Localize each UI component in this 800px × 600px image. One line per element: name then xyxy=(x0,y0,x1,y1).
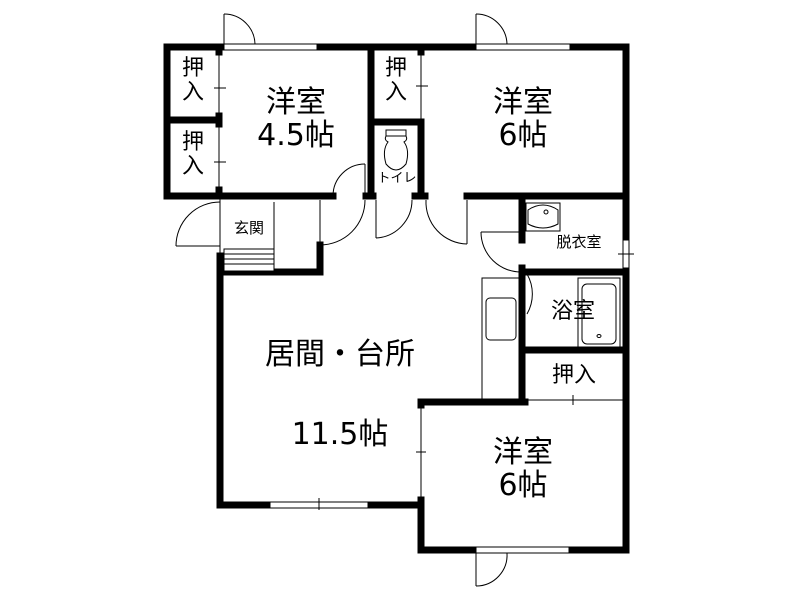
toilet-label: トイレ xyxy=(377,171,417,186)
windows xyxy=(223,43,634,554)
closet-2-label: 押 入 xyxy=(170,130,216,180)
room-6-bottom-name: 洋室 xyxy=(493,435,553,470)
room-4-5-size: 4.5帖 xyxy=(257,118,335,153)
living-kitchen-size: 11.5帖 xyxy=(291,417,389,452)
closet-2-line1: 押 xyxy=(181,130,204,155)
washbasin xyxy=(525,202,561,232)
entrance-steps xyxy=(223,202,275,272)
closet-3-label: 押 入 xyxy=(374,56,418,106)
closet-4-label: 押入 xyxy=(551,363,596,388)
room-6-top-size: 6帖 xyxy=(498,118,548,153)
closet-3-line2: 入 xyxy=(384,80,407,106)
closet-2-line2: 入 xyxy=(181,154,204,180)
closet-marks xyxy=(214,52,626,405)
toilet-fixture xyxy=(383,129,409,171)
kitchen-counter xyxy=(481,277,520,401)
closet-3-line1: 押 xyxy=(384,56,407,81)
room-4-5-label: 洋室 4.5帖 xyxy=(225,86,367,152)
walls xyxy=(163,43,630,554)
dressing-room-label: 脱衣室 xyxy=(556,233,602,251)
room-4-5-name: 洋室 xyxy=(266,85,326,120)
closet-1-line2: 入 xyxy=(181,80,204,106)
entrance-label: 玄関 xyxy=(233,219,264,237)
room-6-bottom-label: 洋室 6帖 xyxy=(428,436,618,502)
living-kitchen-name: 居間・台所 xyxy=(265,337,415,372)
doors xyxy=(175,13,533,587)
closet-1-label: 押 入 xyxy=(170,56,216,106)
closet-1-line1: 押 xyxy=(181,56,204,81)
bathtub xyxy=(577,277,621,349)
bathroom-label: 浴室 xyxy=(550,299,595,324)
room-6-top-label: 洋室 6帖 xyxy=(428,86,618,152)
room-6-bottom-size: 6帖 xyxy=(498,468,548,503)
room-6-top-name: 洋室 xyxy=(493,85,553,120)
